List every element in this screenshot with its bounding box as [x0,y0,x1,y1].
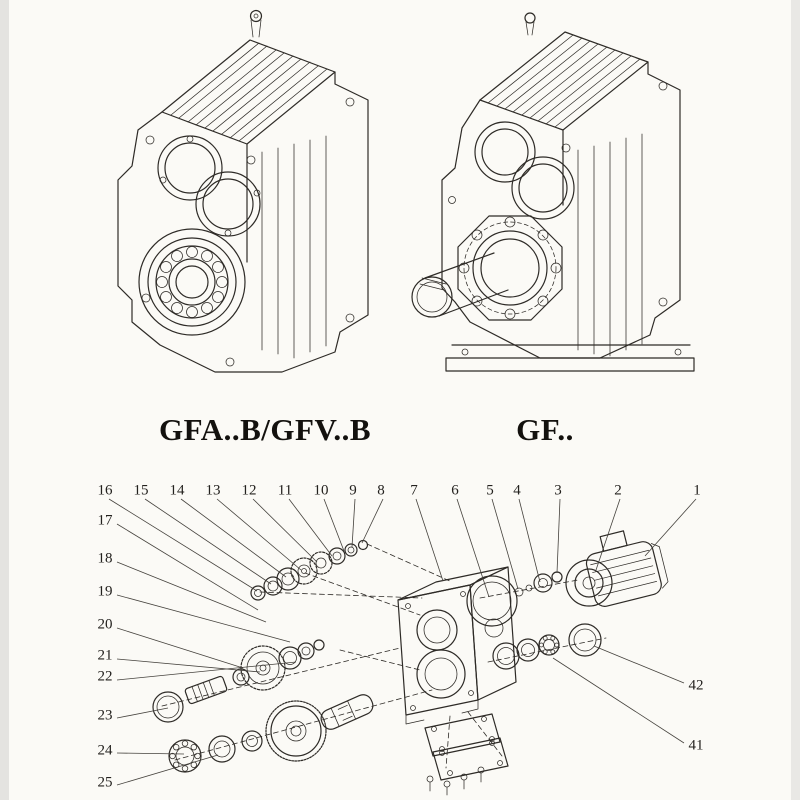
part-callout-9: 9 [349,482,357,499]
part-callout-23: 23 [97,707,113,724]
exploded-diagram-art [152,530,669,796]
part-callout-8: 8 [377,482,385,499]
model-label-gf: GF.. [516,412,574,447]
gearbox-illustration-gfab-gfvb [117,9,369,373]
part-callout-7: 7 [410,482,418,499]
part-callout-4: 4 [513,482,521,499]
gearbox-illustration-gf [411,12,695,372]
part-callout-14: 14 [169,482,185,499]
model-label-gfab-gfvb: GFA..B/GFV..B [158,412,372,447]
part-callout-41: 41 [688,737,704,754]
part-callout-5: 5 [486,482,494,499]
part-callout-1: 1 [693,482,701,499]
part-callout-11: 11 [277,482,293,499]
part-callout-12: 12 [241,482,257,499]
part-callout-6: 6 [451,482,459,499]
part-callout-16: 16 [97,482,113,499]
part-callout-22: 22 [97,668,113,685]
part-callout-13: 13 [205,482,221,499]
part-callout-17: 17 [97,512,113,529]
part-callout-15: 15 [133,482,149,499]
part-callout-21: 21 [97,647,113,664]
callout-leader-lines [108,498,697,786]
part-callout-42: 42 [688,677,704,694]
part-callout-18: 18 [97,550,113,567]
part-callout-25: 25 [97,774,113,791]
page-edge-right [791,0,800,800]
part-callout-19: 19 [97,583,113,600]
part-callout-10: 10 [313,482,329,499]
part-callout-20: 20 [97,616,113,633]
part-callout-2: 2 [614,482,622,499]
page-edge-left [0,0,9,800]
part-callout-24: 24 [97,742,113,759]
part-callout-3: 3 [554,482,562,499]
